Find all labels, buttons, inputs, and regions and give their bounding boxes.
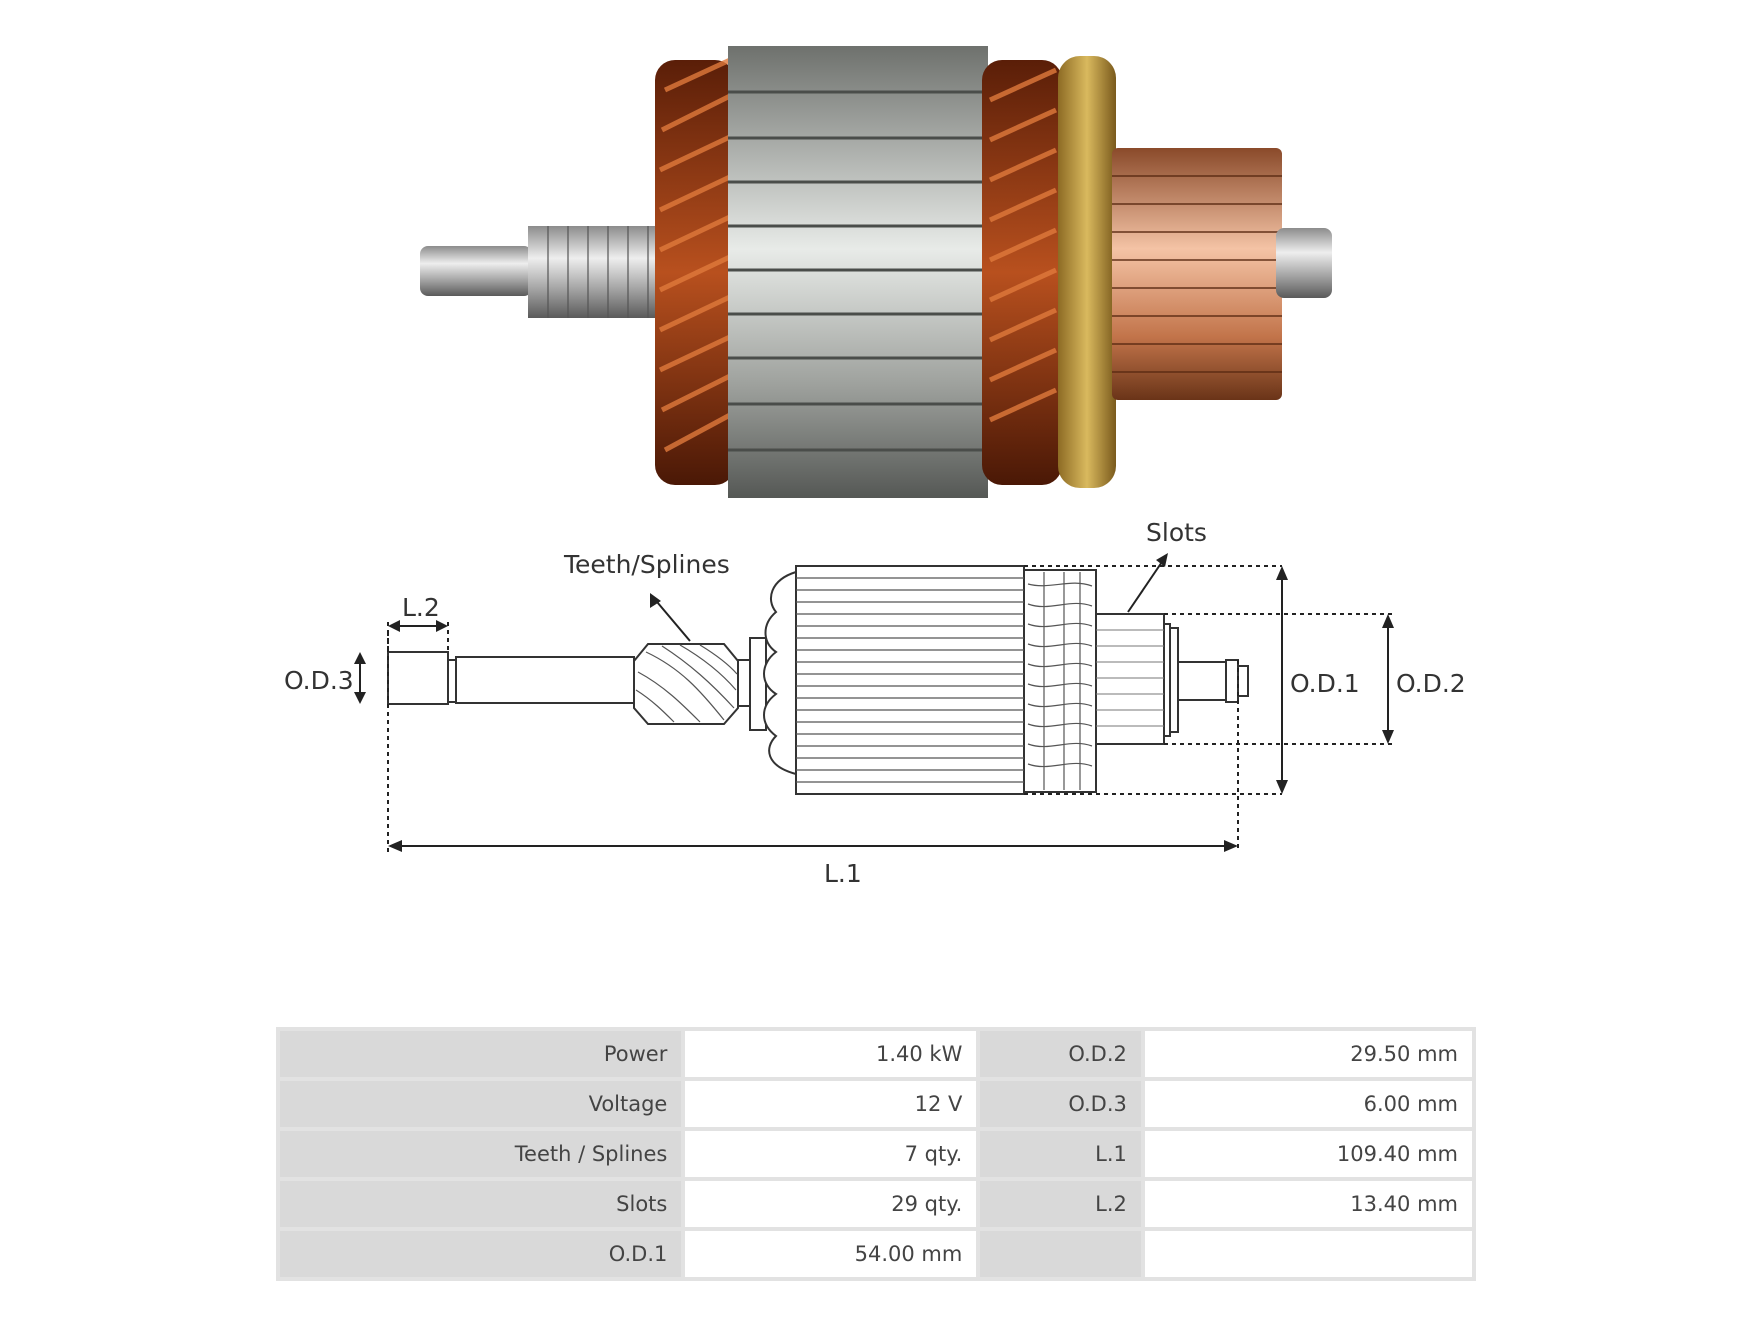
spec-label: O.D.2 bbox=[980, 1031, 1141, 1077]
l1-label: L.1 bbox=[824, 859, 862, 888]
spec-label: Power bbox=[280, 1031, 682, 1077]
spec-label: Teeth / Splines bbox=[280, 1131, 682, 1177]
diagram-winding-right bbox=[1023, 569, 1097, 793]
spec-value: 12 V bbox=[685, 1081, 977, 1127]
spec-label: O.D.1 bbox=[280, 1231, 682, 1277]
spec-value: 109.40 mm bbox=[1144, 1131, 1472, 1177]
diagram-core bbox=[795, 565, 1025, 795]
shaft-end-right bbox=[1276, 228, 1332, 298]
spec-label: Slots bbox=[280, 1181, 682, 1227]
spec-label: L.2 bbox=[980, 1181, 1141, 1227]
diagram-commutator bbox=[1095, 613, 1165, 745]
spec-value: 7 qty. bbox=[685, 1131, 977, 1177]
table-row: Slots 29 qty. L.2 13.40 mm bbox=[280, 1181, 1472, 1227]
l2-label: L.2 bbox=[402, 593, 440, 622]
spec-label: O.D.3 bbox=[980, 1081, 1141, 1127]
diagram-winding-left bbox=[763, 570, 797, 776]
spec-value: 29 qty. bbox=[685, 1181, 977, 1227]
armature-diagram: Teeth/Splines Slots L.2 O.D.3 O.D.1 O.D.… bbox=[284, 520, 1466, 888]
winding-right bbox=[982, 60, 1062, 485]
table-row: O.D.1 54.00 mm bbox=[280, 1231, 1472, 1277]
spec-label: Voltage bbox=[280, 1081, 682, 1127]
spec-label: L.1 bbox=[980, 1131, 1141, 1177]
spec-value: 6.00 mm bbox=[1144, 1081, 1472, 1127]
spec-value: 13.40 mm bbox=[1144, 1181, 1472, 1227]
table-row: Voltage 12 V O.D.3 6.00 mm bbox=[280, 1081, 1472, 1127]
spec-table: Power 1.40 kW O.D.2 29.50 mm Voltage 12 … bbox=[276, 1027, 1476, 1281]
pinion-gear bbox=[528, 226, 668, 318]
diagram-shaft bbox=[455, 656, 635, 704]
diagram-splines bbox=[633, 643, 739, 725]
spec-value: 1.40 kW bbox=[685, 1031, 977, 1077]
diagram-shaft-collar bbox=[447, 659, 457, 703]
table-row: Power 1.40 kW O.D.2 29.50 mm bbox=[280, 1031, 1472, 1077]
spec-value: 54.00 mm bbox=[685, 1231, 977, 1277]
armature-core bbox=[728, 46, 988, 498]
od1-label: O.D.1 bbox=[1290, 669, 1360, 698]
teeth-splines-label: Teeth/Splines bbox=[563, 550, 730, 579]
insulator-ring bbox=[1058, 56, 1116, 488]
od3-label: O.D.3 bbox=[284, 666, 354, 695]
slots-label: Slots bbox=[1146, 520, 1207, 547]
diagram-shaft-tip bbox=[387, 651, 449, 705]
spec-value: 29.50 mm bbox=[1144, 1031, 1472, 1077]
od2-label: O.D.2 bbox=[1396, 669, 1466, 698]
spec-value bbox=[1144, 1231, 1472, 1277]
commutator bbox=[1112, 148, 1282, 400]
table-row: Teeth / Splines 7 qty. L.1 109.40 mm bbox=[280, 1131, 1472, 1177]
shaft-end-left bbox=[420, 246, 532, 296]
spec-label bbox=[980, 1231, 1141, 1277]
armature-photo bbox=[420, 46, 1332, 498]
